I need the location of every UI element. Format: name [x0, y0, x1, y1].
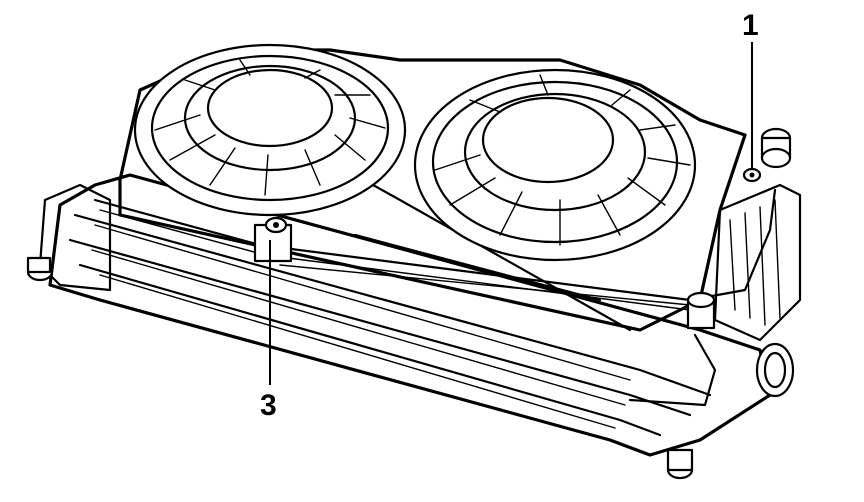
right-fan [413, 68, 697, 262]
top-right-cap [760, 127, 792, 169]
fastener-3 [253, 216, 293, 263]
left-fan [133, 43, 407, 217]
connector-right [686, 291, 716, 330]
bottom-right-outlet [755, 342, 795, 398]
callout-3-label: 3 [260, 389, 277, 422]
mounting-stud-left [26, 256, 54, 282]
mounting-stud-bottom [666, 448, 694, 480]
callout-1-label: 1 [742, 9, 759, 42]
fastener-1 [742, 167, 762, 183]
